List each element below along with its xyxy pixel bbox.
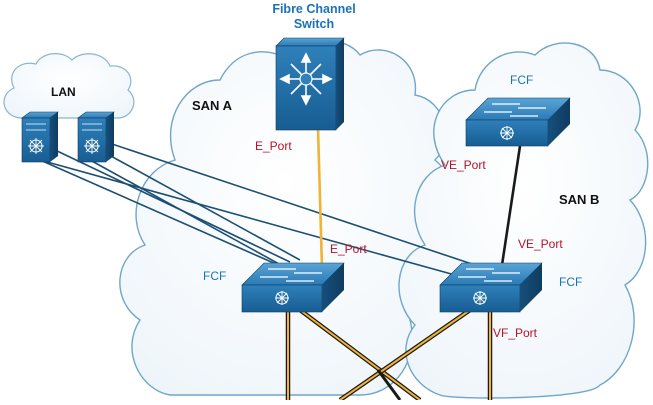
downlinks [285,308,493,402]
fc-switch-title: Fibre Channel Switch [262,2,366,32]
fcf-top-switch-icon [465,97,571,147]
ve-port-lower-label: VE_Port [518,237,563,251]
ethernet-links [39,139,476,276]
fc-switch-title-line2: Switch [293,17,335,31]
lan-switch-2-icon [77,111,115,163]
lan-cloud-icon [3,53,135,119]
fibre-channel-switch-icon [275,37,345,131]
san-b-cloud-icon [398,42,649,399]
e-port-upper-label: E_Port [255,139,292,153]
ve-port-upper-label: VE_Port [441,158,486,172]
lan-switch-1-icon [21,111,59,163]
e-port-lower-label: E_Port [330,242,367,256]
fcf-right-switch-icon [439,262,543,313]
fcf-top-label: FCF [510,73,534,87]
fcf-right-label: FCF [559,275,583,289]
fc-link [316,127,324,269]
san-a-label: SAN A [192,98,232,113]
fcf-left-label: FCF [203,269,227,283]
fc-switch-title-line1: Fibre Channel [272,2,356,16]
lan-label: LAN [51,85,76,99]
san-b-label: SAN B [559,192,600,207]
vf-port-label: VF_Port [493,326,538,340]
fcoe-link [500,145,522,266]
fcf-left-switch-icon [241,262,345,313]
